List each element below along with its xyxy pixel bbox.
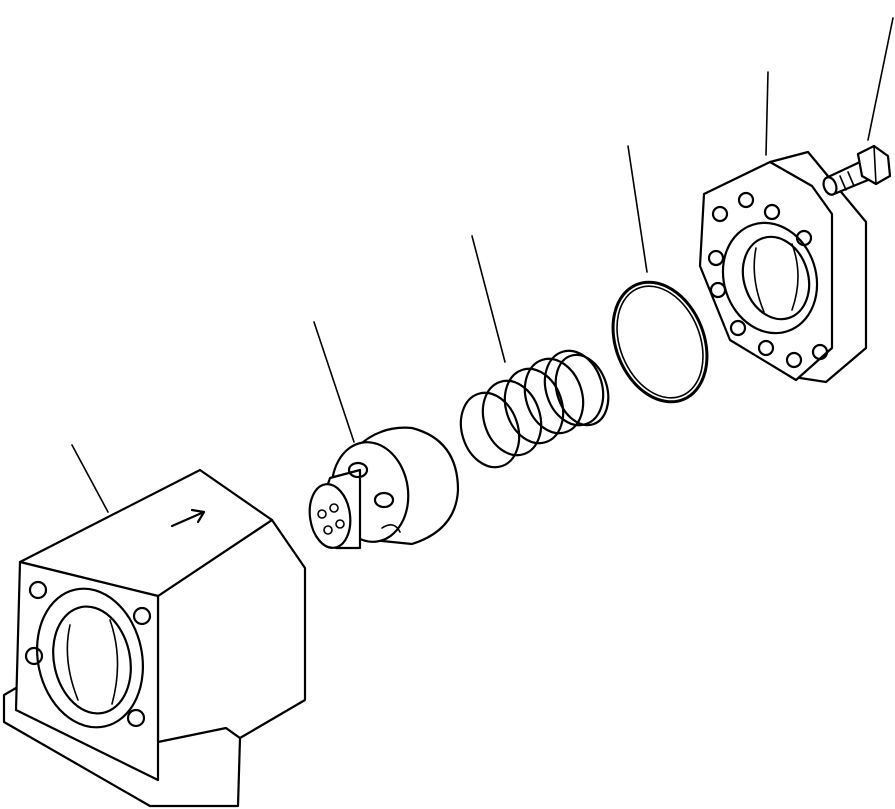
- flange-cover-bore-shading: [753, 243, 799, 313]
- flange-cover-hole-3: [763, 203, 781, 221]
- spool-side-hole-2: [373, 491, 395, 509]
- spool-side-hole-1: [347, 461, 369, 479]
- flange-cover-bore-outer: [721, 221, 819, 335]
- valve-body-hole-1: [28, 580, 48, 600]
- spring: [459, 349, 610, 469]
- flange-cover-hole-1: [711, 205, 729, 223]
- flange-cover-hole-5: [707, 249, 725, 267]
- flow-direction-arrow-icon: [170, 508, 206, 528]
- bolt-tip: [822, 176, 838, 196]
- spring-coil-3: [503, 367, 565, 445]
- spring-coil-4: [523, 357, 585, 435]
- spool-port-3: [323, 525, 333, 535]
- valve-body-hole-3: [24, 646, 44, 666]
- leader-line-spring: [471, 235, 506, 363]
- leader-line-flange-cover: [765, 71, 769, 156]
- flange-cover-hole-6: [709, 281, 727, 299]
- valve-body: [2, 468, 307, 808]
- leader-line-bolt: [867, 17, 894, 141]
- o-ring-outer: [611, 280, 709, 404]
- leader-line-valve-body: [71, 444, 109, 513]
- spool-groove: [381, 524, 401, 533]
- bolt-thread: [839, 171, 855, 191]
- spool-port-1: [317, 509, 327, 519]
- flange-cover-face: [698, 160, 834, 382]
- flange-cover-hole-9: [785, 351, 803, 369]
- spring-end-coil: [554, 353, 610, 427]
- flange-cover-hole-4: [795, 229, 813, 247]
- spring-coil-2: [481, 379, 543, 457]
- valve-body-bore-outer: [35, 587, 145, 729]
- o-ring: [611, 280, 709, 404]
- flange-cover-hole-8: [757, 339, 775, 357]
- bolt-head-edge: [873, 145, 877, 185]
- leader-lines: [71, 17, 894, 513]
- flange-cover-hole-2: [737, 191, 755, 209]
- valve-body-hole-2: [132, 606, 152, 626]
- spool: [308, 426, 460, 550]
- spool-port-4: [335, 519, 345, 529]
- valve-body-front: [14, 560, 160, 782]
- spool-port-2: [329, 503, 339, 513]
- spring-coil-1: [459, 391, 521, 469]
- spool-nose-face: [308, 483, 352, 549]
- bolt: [822, 144, 892, 196]
- flange-cover-bore-inner: [741, 235, 811, 321]
- flange-cover-hole-7: [729, 319, 747, 337]
- leader-line-o-ring: [627, 145, 648, 273]
- valve-body-side: [156, 518, 307, 744]
- valve-body-hole-4: [126, 708, 146, 728]
- valve-body-bore-shading: [66, 619, 119, 705]
- flange-cover: [698, 150, 868, 384]
- flange-cover-hole-10: [811, 343, 829, 361]
- o-ring-inner: [616, 285, 704, 399]
- leader-line-spool: [313, 321, 355, 443]
- valve-body-bore-inner: [52, 605, 132, 715]
